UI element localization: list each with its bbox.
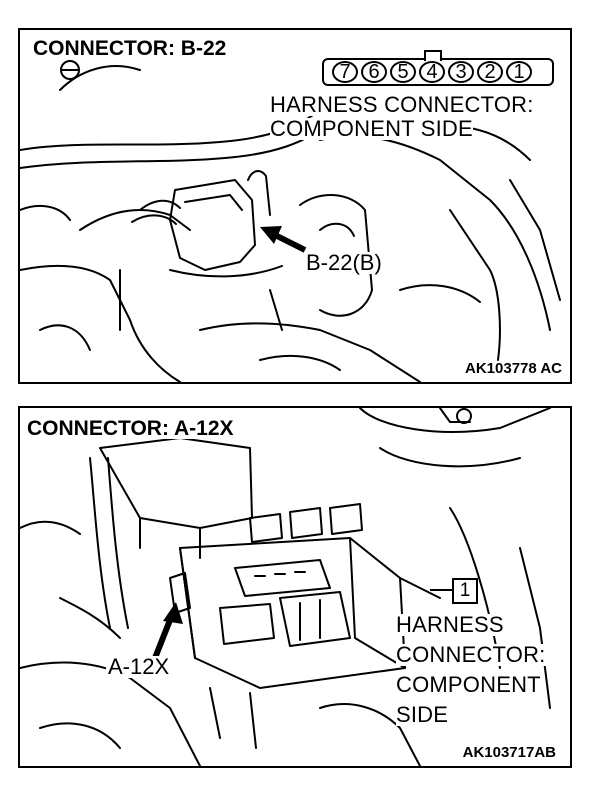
harness-label-line1: HARNESS [396,612,504,637]
connector-pin: 1 [506,61,532,83]
connector-callout-b22: B-22(B) [304,250,384,275]
figure-code-bottom: AK103717AB [460,744,558,761]
connector-title-b22: CONNECTOR: B-22 [30,38,230,59]
harness-label-line3: COMPONENT [396,672,541,697]
connector-callout-a12x: A-12X [106,654,172,679]
figure-code-top: AK103778 AC [463,360,564,377]
connector-pin-box: 1 [452,578,478,604]
connector-pin: 5 [390,61,416,83]
connector-pin: 4 [419,61,445,83]
pointer-arrow-icon [260,226,307,253]
harness-label-line4: SIDE [396,702,449,727]
pointer-arrow-icon [152,602,183,660]
connector-pin: 3 [448,61,474,83]
connector-title-a12x: CONNECTOR: A-12X [24,418,237,439]
connector-pin: 6 [361,61,387,83]
bottom-diagram-panel: CONNECTOR: A-12X 1 HARNESS CONNECTOR: CO… [18,406,572,768]
connector-pin: 7 [332,61,358,83]
harness-label-line2: CONNECTOR: [396,642,546,667]
connector-key-tab [424,50,442,61]
pin-number: 1 [459,580,471,601]
engine-bay-drawing-b22 [20,60,561,382]
harness-connector-label-line2: COMPONENT SIDE [270,116,473,141]
connector-pin: 2 [477,61,503,83]
engine-bay-drawing-a12x [20,408,551,766]
harness-connector-label-line1: HARNESS CONNECTOR: [270,92,534,117]
